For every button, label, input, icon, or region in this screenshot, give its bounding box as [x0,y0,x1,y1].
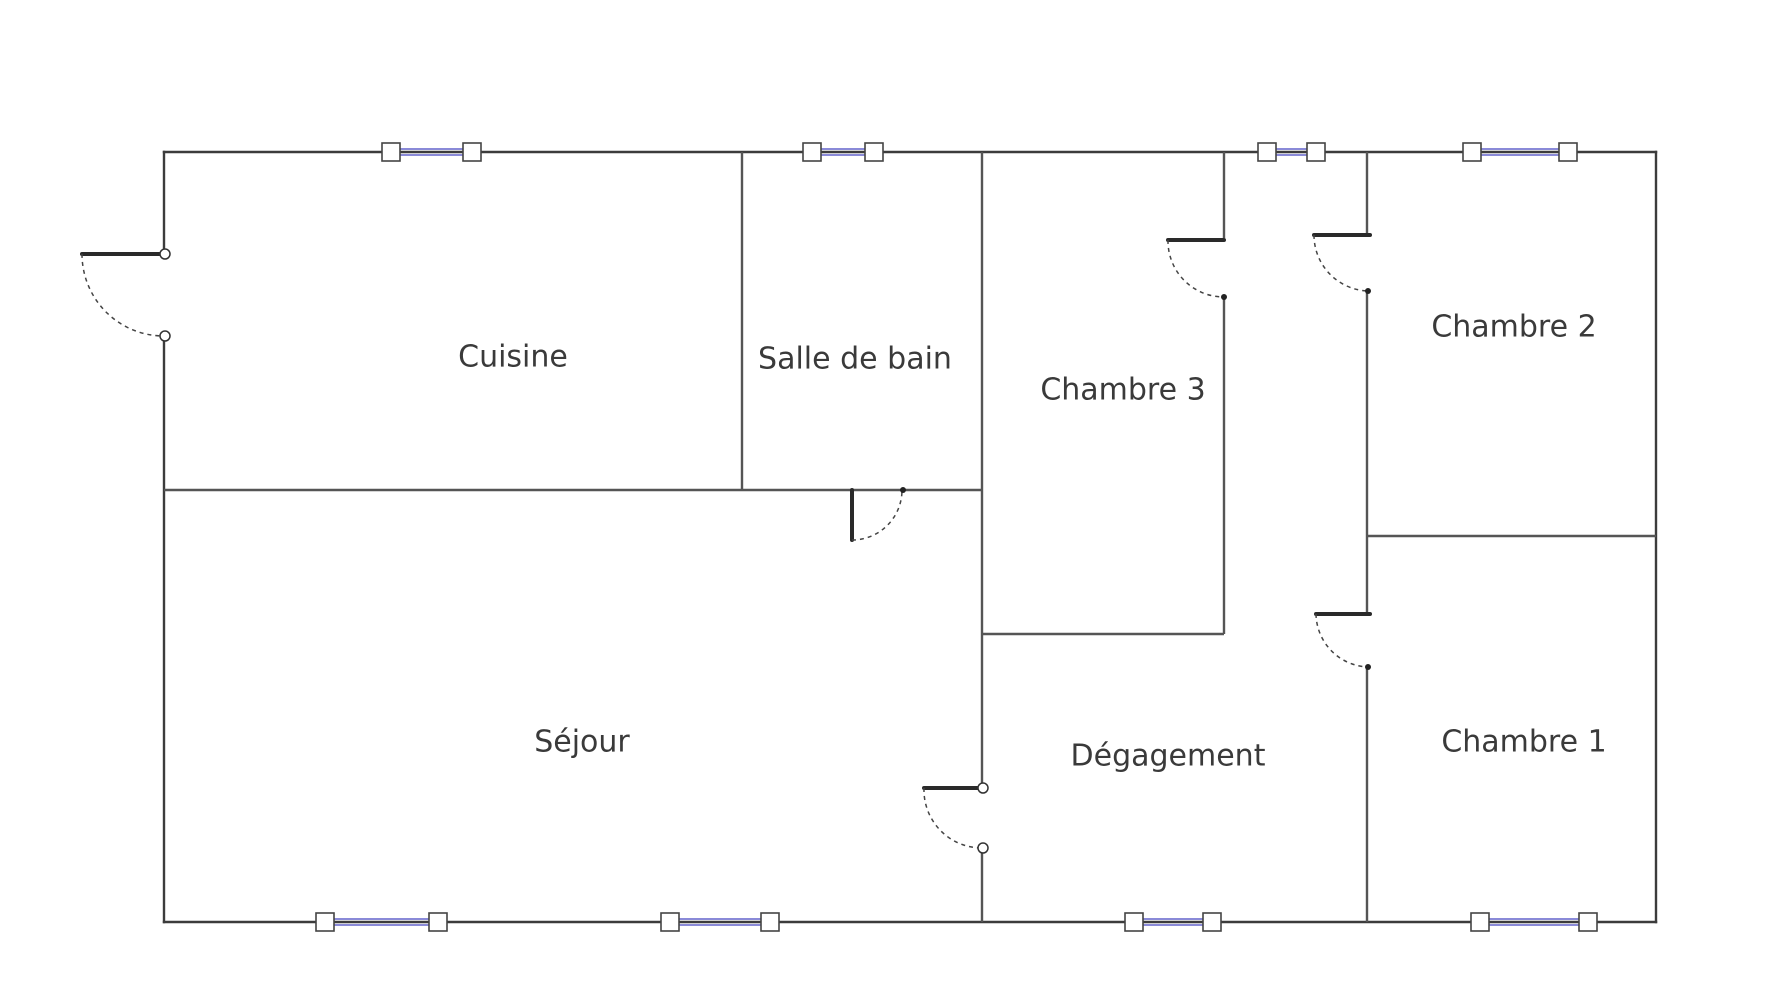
window-chambre-1 [1470,912,1598,932]
room-label-chambre-3: Chambre 3 [1040,373,1205,408]
door-sejour [922,782,989,854]
door-entrance [80,248,171,342]
window-corridor-top [1257,142,1326,162]
room-label-degagement: Dégagement [1071,739,1266,774]
door-chambre-3 [1166,238,1227,300]
windows [315,142,1598,932]
door-salle-de-bain [850,487,906,542]
door-chambre-2 [1312,233,1372,294]
room-labels: Cuisine Salle de bain Chambre 3 Chambre … [458,310,1607,774]
room-label-sejour: Séjour [534,725,630,760]
room-label-chambre-2: Chambre 2 [1431,310,1596,345]
window-sejour-left [315,912,448,932]
window-cuisine [381,142,482,162]
door-chambre-1 [1314,612,1372,670]
window-chambre-2 [1462,142,1578,162]
room-label-chambre-1: Chambre 1 [1441,725,1606,760]
window-sejour-right [660,912,780,932]
room-label-cuisine: Cuisine [458,340,568,375]
room-label-salle-de-bain: Salle de bain [758,342,952,377]
window-degagement [1124,912,1222,932]
interior-walls [164,152,1656,922]
doors [80,233,1372,854]
window-salle-de-bain [802,142,884,162]
